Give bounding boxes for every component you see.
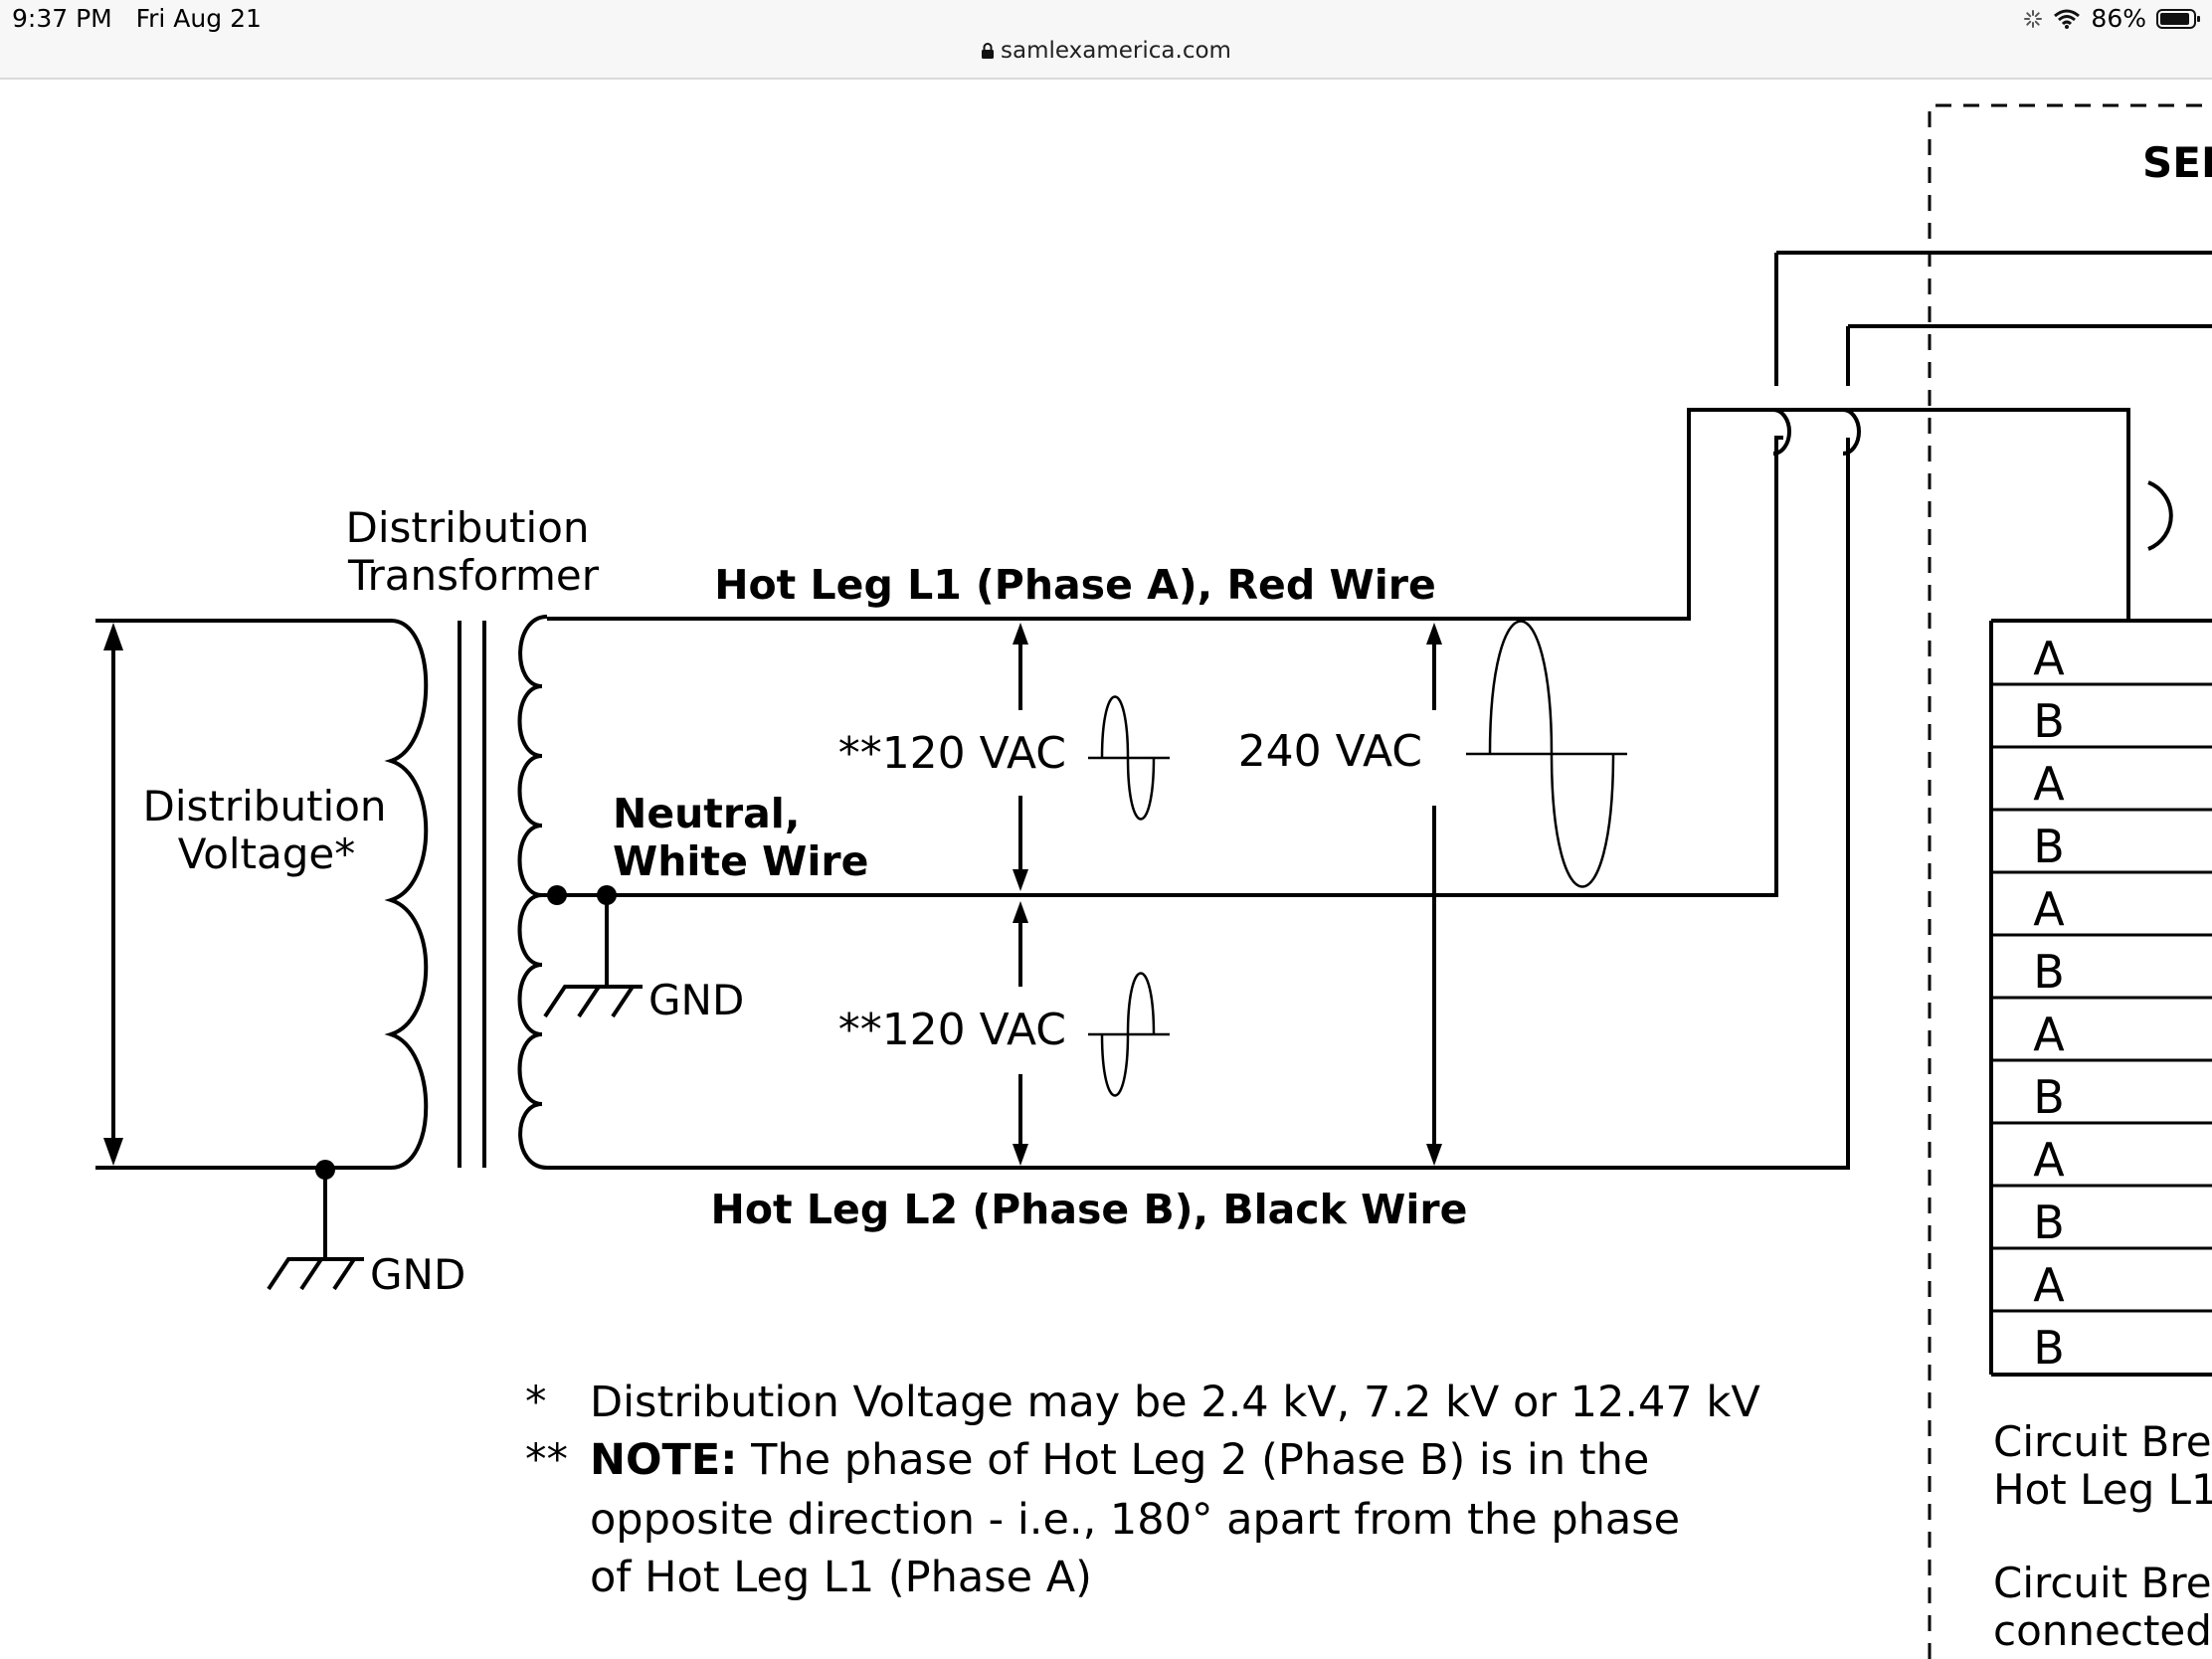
address-bar[interactable]: samlexamerica.com xyxy=(0,38,2212,64)
footnote-1: Distribution Voltage may be 2.4 kV, 7.2 … xyxy=(590,1378,1760,1427)
url-text: samlexamerica.com xyxy=(1001,38,1231,64)
footnote-double-star: ** xyxy=(525,1435,568,1485)
footnote-2-line3: of Hot Leg L1 (Phase A) xyxy=(590,1553,1092,1602)
phase-row-8: B xyxy=(2033,1070,2065,1124)
service-panel-border xyxy=(1928,103,2212,1659)
phase-row-10: B xyxy=(2033,1196,2065,1249)
phase-row-9: A xyxy=(2033,1133,2065,1187)
phase-row-4: B xyxy=(2033,820,2065,873)
sine-wave-240-icon xyxy=(1466,620,1627,888)
v240-label: 240 VAC xyxy=(1238,726,1422,777)
battery-percent: 86% xyxy=(2091,4,2146,33)
phase-row-11: A xyxy=(2033,1258,2065,1312)
status-right: 86% xyxy=(2023,4,2202,33)
neutral-label-line2: White Wire xyxy=(613,837,868,885)
distribution-voltage-line2: Voltage* xyxy=(178,830,356,878)
gnd-neutral-label: GND xyxy=(648,976,744,1024)
breaker-arc xyxy=(2147,480,2173,551)
arrowheads xyxy=(103,623,1442,1166)
neutral-label-line1: Neutral, xyxy=(613,790,800,837)
hot-leg-l1-wire xyxy=(547,408,1773,621)
wifi-icon xyxy=(2054,9,2081,29)
secondary-coil-upper xyxy=(517,615,548,897)
neutral-bus-line xyxy=(1774,251,2212,386)
breaker-note-1-line2: Hot Leg L1 xyxy=(1993,1465,2212,1514)
service-panel-title: SER xyxy=(2142,138,2212,187)
status-time-date: 9:37 PM Fri Aug 21 xyxy=(12,4,262,33)
footnote-2-line2: opposite direction - i.e., 180° apart fr… xyxy=(590,1495,1680,1545)
hot-leg-l1-label: Hot Leg L1 (Phase A), Red Wire xyxy=(714,561,1436,609)
transformer-label-line2: Transformer xyxy=(347,551,600,600)
breaker-note-2-line1: Circuit Bre xyxy=(1993,1559,2212,1607)
phase-row-1: A xyxy=(2033,632,2065,685)
phase-row-7: A xyxy=(2033,1008,2065,1061)
footnote-2-text: The phase of Hot Leg 2 (Phase B) is in t… xyxy=(737,1435,1649,1485)
activity-spinner-icon xyxy=(2024,9,2043,28)
phase-row-2: B xyxy=(2033,694,2065,748)
sine-wave-l1-icon xyxy=(1088,695,1170,821)
junction-dots xyxy=(315,885,617,1180)
l1-to-panel-wire xyxy=(1773,408,2130,622)
hot-leg-l2-wire xyxy=(547,324,2212,1170)
note-label: NOTE: xyxy=(590,1435,737,1485)
phase-row-12: B xyxy=(2033,1321,2065,1375)
transformer-label-line1: Distribution xyxy=(345,503,589,552)
status-time: 9:37 PM xyxy=(12,4,112,33)
neutral-ground-symbol xyxy=(543,895,643,1018)
neutral-wire xyxy=(542,436,1783,897)
hot-leg-l2-label: Hot Leg L2 (Phase B), Black Wire xyxy=(711,1186,1468,1233)
secondary-coil-lower xyxy=(517,893,548,1170)
footnote-star: * xyxy=(525,1378,547,1427)
status-date: Fri Aug 21 xyxy=(135,4,262,33)
gnd-primary-label: GND xyxy=(370,1250,465,1299)
phase-row-5: A xyxy=(2033,882,2065,936)
primary-ground-symbol xyxy=(267,1170,364,1291)
phase-row-3: A xyxy=(2033,757,2065,811)
status-bar: 9:37 PM Fri Aug 21 samlexamerica.com 86% xyxy=(0,0,2212,80)
breaker-note-2-line2: connected xyxy=(1993,1606,2212,1655)
sine-wave-l2-icon xyxy=(1088,972,1170,1097)
footnote-2-line1: NOTE: The phase of Hot Leg 2 (Phase B) i… xyxy=(590,1435,1649,1485)
lock-icon xyxy=(982,43,995,59)
phase-row-6: B xyxy=(2033,945,2065,999)
v120-top-label: **120 VAC xyxy=(838,728,1066,779)
distribution-voltage-line1: Distribution xyxy=(142,782,386,830)
breaker-note-1-line1: Circuit Bre xyxy=(1993,1417,2212,1466)
v120-bottom-label: **120 VAC xyxy=(838,1005,1066,1055)
primary-coil xyxy=(384,619,429,1170)
phase-table-dividers xyxy=(1991,682,2212,1313)
battery-icon xyxy=(2156,8,2200,29)
